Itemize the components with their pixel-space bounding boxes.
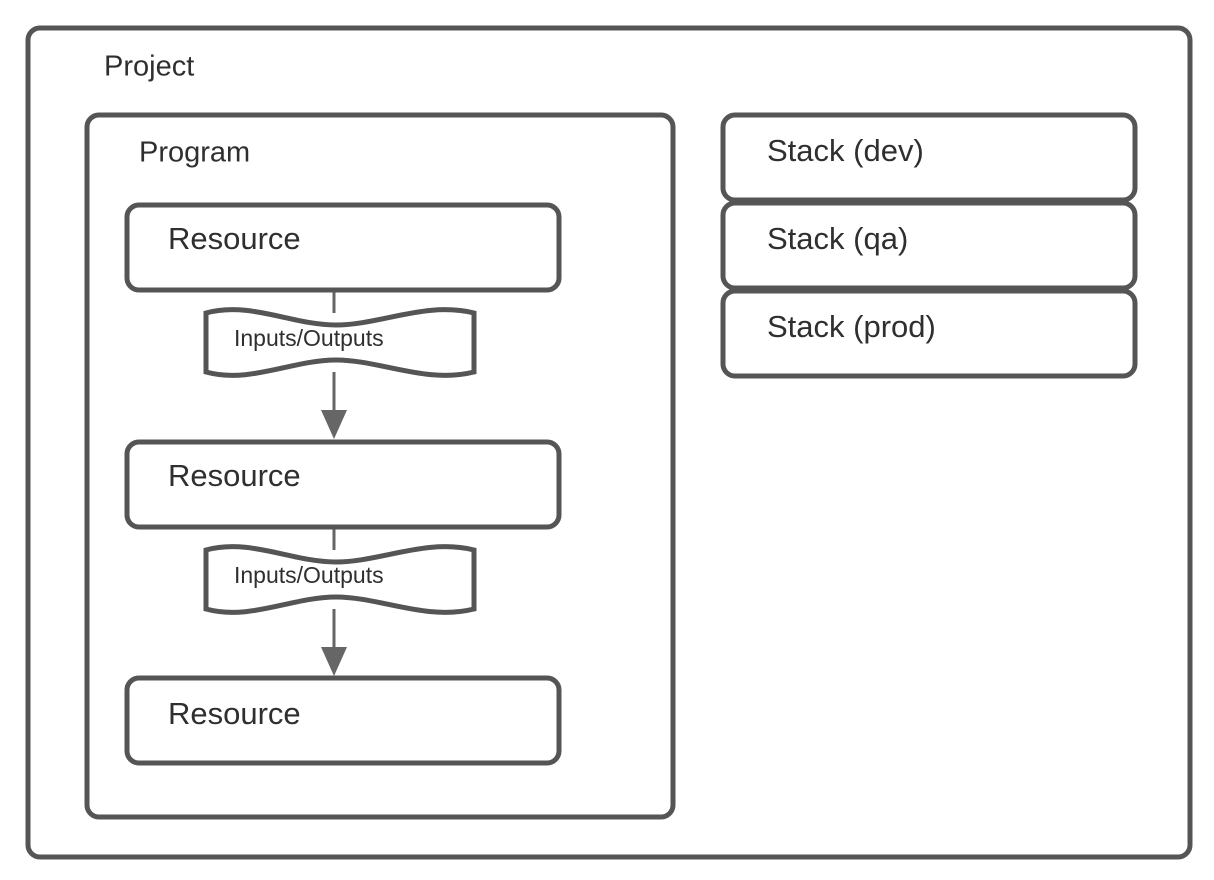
resource-node-2[interactable]: Resource [124, 439, 562, 530]
resource-node-3[interactable]: Resource [124, 675, 562, 766]
stack-node-qa[interactable]: Stack (qa) [720, 200, 1138, 291]
resource-box-1[interactable] [124, 202, 562, 293]
stack-node-prod[interactable]: Stack (prod) [720, 288, 1138, 379]
stack-box-dev[interactable] [720, 112, 1138, 203]
program-label: Program [139, 137, 250, 169]
stack-label-dev: Stack (dev) [767, 133, 924, 168]
resource-label-1: Resource [168, 221, 301, 256]
connector-2-arrowhead [321, 647, 347, 676]
connector-1 [321, 290, 347, 439]
resource-label-2: Resource [168, 458, 301, 493]
inputs-outputs-tape-1[interactable]: Inputs/Outputs [203, 307, 477, 378]
stack-label-qa: Stack (qa) [767, 221, 908, 256]
resource-box-3[interactable] [124, 675, 562, 766]
project-label: Project [104, 51, 194, 83]
stack-node-dev[interactable]: Stack (dev) [720, 112, 1138, 203]
connector-1-arrowhead [321, 410, 347, 439]
resource-box-2[interactable] [124, 439, 562, 530]
stack-box-prod[interactable] [720, 288, 1138, 379]
resource-node-1[interactable]: Resource [124, 202, 562, 293]
inputs-outputs-tape-2[interactable]: Inputs/Outputs [203, 544, 477, 615]
tape-shape-1[interactable] [203, 307, 477, 378]
inputs-outputs-label-1: Inputs/Outputs [234, 325, 384, 351]
stack-list: Stack (dev) Stack (qa) Stack (prod) [720, 112, 1138, 379]
connector-2 [321, 527, 347, 676]
stack-box-qa[interactable] [720, 200, 1138, 291]
inputs-outputs-label-2: Inputs/Outputs [234, 562, 384, 588]
tape-shape-2[interactable] [203, 544, 477, 615]
resource-label-3: Resource [168, 696, 301, 731]
stack-label-prod: Stack (prod) [767, 309, 936, 344]
